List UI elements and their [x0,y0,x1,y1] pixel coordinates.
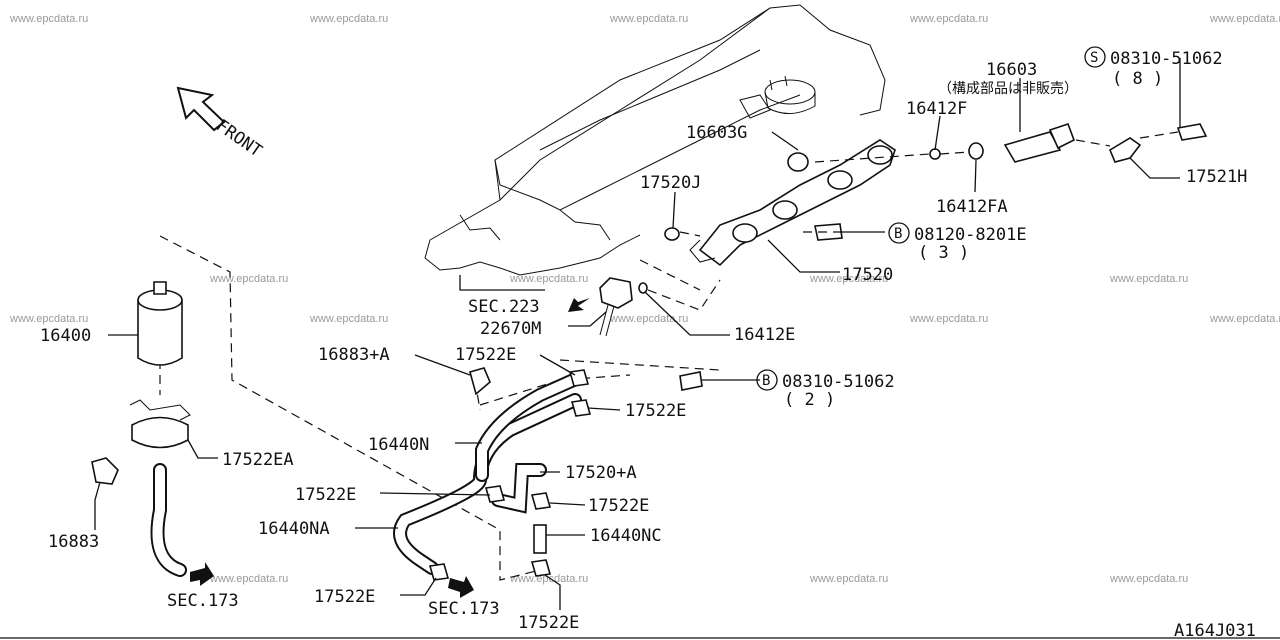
watermark: www.epcdata.ru [809,573,888,585]
bolt-b1 [814,223,843,241]
pressure-regulator-22670M [599,277,633,309]
bolt-b2 [679,371,703,391]
watermark: www.epcdata.ru [509,273,588,285]
hose-16440NC [533,524,547,554]
leader-lines [94,58,1181,610]
label-16412F: 16412F [906,99,967,119]
b-bolt1-symbol [888,222,910,244]
label-16400: 16400 [40,326,91,346]
part-labels: 16603 （構成部品は非販売） 16603G 16412F 16412FA 1… [40,60,1247,633]
plate-17521H [1108,137,1142,163]
fuel-filter-assembly [91,281,214,586]
b-bolt1-qty: ( 3 ) [918,243,969,263]
bolt-callouts: S 08310-51062 ( 8 ) B 08120-8201E ( 3 ) … [756,46,1223,410]
note-not-sold: （構成部品は非販売） [938,81,1078,97]
label-16412E: 16412E [734,325,795,345]
watermark: www.epcdata.ru [1109,573,1188,585]
s-bolt-symbol [1084,46,1106,68]
injector-16603 [1003,131,1062,163]
watermark: www.epcdata.ru [1209,13,1280,25]
label-16603G: 16603G [686,123,747,143]
fuel-rail-assembly [599,122,1208,391]
b-bolt2-number: 08310-51062 [782,372,895,392]
label-16603: 16603 [986,60,1037,80]
s-bolt-prefix: S [1090,50,1098,66]
label-17522E-a: 17522E [455,345,516,365]
watermark: www.epcdata.ru [1109,273,1188,285]
watermark: www.epcdata.ru [209,573,288,585]
watermark: www.epcdata.ru [909,313,988,325]
arrow-sec173-a [190,562,214,586]
clip-17520J [664,227,680,241]
label-16883: 16883 [48,532,99,552]
o-ring-16412FA [968,142,984,160]
label-22670M: 22670M [480,319,541,339]
clip-16883 [91,457,119,485]
clamp-17522E-a [568,369,590,387]
clip-16883A [469,367,491,396]
watermarks: www.epcdata.ru www.epcdata.ru www.epcdat… [9,13,1280,585]
label-16440NC: 16440NC [590,526,662,546]
b-bolt2-prefix: B [762,373,770,389]
label-17522E-e: 17522E [314,587,375,607]
watermark: www.epcdata.ru [809,273,888,285]
label-16440NA: 16440NA [258,519,330,539]
label-17520: 17520 [842,265,893,285]
front-direction-indicator: FRONT [176,86,266,162]
spacer-16603G [787,152,809,172]
watermark: www.epcdata.ru [609,13,688,25]
label-16440N: 16440N [368,435,429,455]
arrow-sec173-b [448,576,474,598]
watermark: www.epcdata.ru [1209,313,1280,325]
diagram-code: A164J031 [1174,621,1256,640]
front-label: FRONT [212,116,265,162]
engine-outline [424,4,886,276]
arrow-sec223 [568,298,590,312]
label-17522E-c: 17522E [295,485,356,505]
watermark: www.epcdata.ru [609,313,688,325]
label-17520J: 17520J [640,173,701,193]
clamp-17522E-c [484,485,506,503]
front-arrow-icon [176,86,226,132]
o-ring-16412E [638,282,648,294]
watermark: www.epcdata.ru [209,273,288,285]
label-sec173-b: SEC.173 [428,599,500,619]
clamp-17522E-b [570,399,592,417]
label-16412FA: 16412FA [936,197,1008,217]
label-sec173-a: SEC.173 [167,591,239,611]
watermark: www.epcdata.ru [309,13,388,25]
watermark: www.epcdata.ru [509,573,588,585]
label-17522EA: 17522EA [222,450,294,470]
bracket-17522EA [131,416,189,449]
label-17520A: 17520+A [565,463,637,483]
watermark: www.epcdata.ru [9,13,88,25]
b-bolt1-number: 08120-8201E [914,225,1027,245]
b-bolt2-qty: ( 2 ) [784,390,835,410]
watermark: www.epcdata.ru [309,313,388,325]
s-bolt-number: 08310-51062 [1110,49,1223,69]
label-sec223: SEC.223 [468,297,540,317]
watermark: www.epcdata.ru [9,313,88,325]
clamp-17522E-d [530,492,552,510]
clamp-17522E-f [530,559,552,577]
label-17522E-d: 17522E [588,496,649,516]
b-bolt1-prefix: B [894,226,902,242]
label-17521H: 17521H [1186,167,1247,187]
clamp-17522E-e [428,563,450,581]
label-16883A: 16883+A [318,345,390,365]
b-bolt2-symbol [756,369,778,391]
label-17522E-f: 17522E [518,613,579,633]
bolt-s [1176,123,1208,141]
watermark: www.epcdata.ru [909,13,988,25]
label-17522E-b: 17522E [625,401,686,421]
connection-lines [159,131,1179,581]
o-ring-16412F [929,148,941,160]
s-bolt-qty: ( 8 ) [1112,69,1163,89]
